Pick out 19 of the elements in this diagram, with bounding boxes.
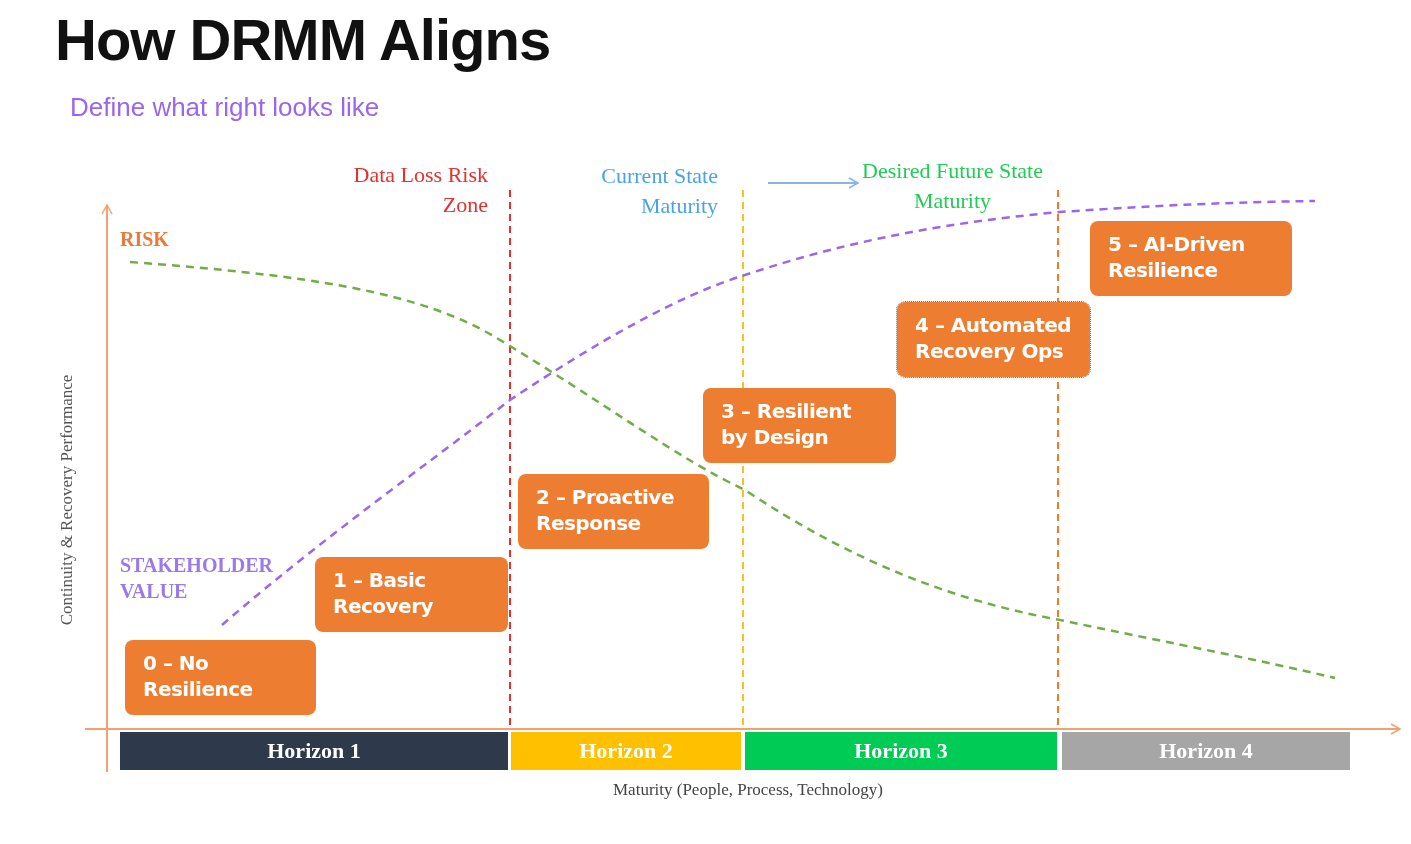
subtitle: Define what right looks like	[70, 92, 380, 123]
curve-label: RISK	[120, 228, 169, 251]
curve-label: STAKEHOLDER VALUE	[120, 553, 274, 604]
axis-label: Maturity (People, Process, Technology)	[612, 780, 884, 800]
maturity-level-box: 5 – AI-Driven Resilience	[1090, 221, 1292, 296]
zone-label: Data Loss Risk Zone	[352, 161, 488, 219]
maturity-level-box: 4 – Automated Recovery Ops	[897, 302, 1090, 377]
maturity-level-box: 2 – Proactive Response	[518, 474, 709, 549]
horizon-bar: Horizon 1	[120, 732, 508, 770]
zone-label: Current State Maturity	[600, 162, 718, 220]
zone-label: Desired Future State Maturity	[861, 157, 1044, 215]
title: How DRMM Aligns	[55, 6, 551, 73]
horizon-bar: Horizon 4	[1062, 732, 1350, 770]
maturity-level-box: 1 – Basic Recovery	[315, 557, 508, 632]
maturity-level-box: 3 – Resilient by Design	[703, 388, 896, 463]
maturity-level-box: 0 – No Resilience	[125, 640, 316, 715]
axis-label: Continuity & Recovery Performance	[57, 373, 77, 628]
horizon-bar: Horizon 2	[511, 732, 741, 770]
horizon-bar: Horizon 3	[745, 732, 1057, 770]
